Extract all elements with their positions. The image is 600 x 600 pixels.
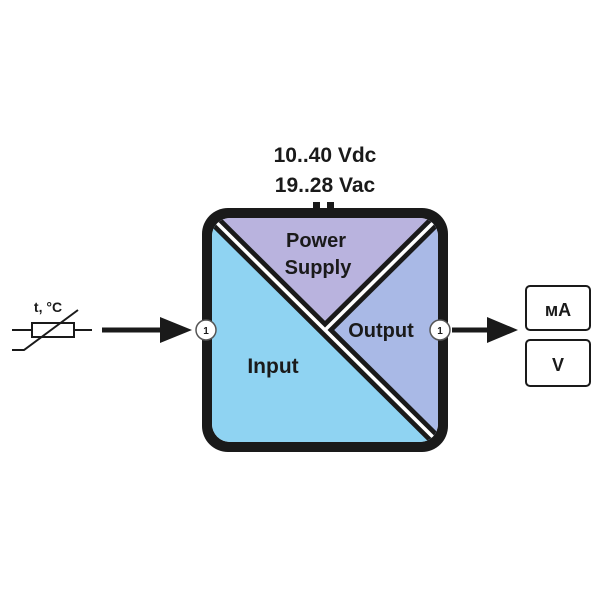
output-section — [325, 218, 438, 442]
output-terminal: 1 — [429, 319, 451, 341]
input-terminal-number: 1 — [203, 326, 209, 337]
input-terminal: 1 — [195, 319, 217, 341]
divider-output — [323, 218, 438, 332]
power-label-line1: Power — [286, 230, 346, 252]
power-supply-section — [212, 218, 438, 330]
output-arrow-icon — [452, 317, 518, 343]
output-v-label: V — [552, 355, 564, 375]
output-v-box: V — [525, 339, 591, 387]
power-label-line2: Supply — [285, 257, 353, 279]
sensor-label: t, °C — [34, 299, 62, 315]
supply-ac-label: 19..28 Vac — [275, 174, 376, 197]
output-label: Output — [348, 320, 414, 342]
output-ma-box: мA — [525, 285, 591, 331]
output-terminal-number: 1 — [437, 326, 443, 337]
thermistor-icon — [12, 309, 92, 351]
output-ma-label: мA — [545, 300, 571, 320]
supply-dc-label: 10..40 Vdc — [274, 144, 377, 167]
module-body — [212, 218, 438, 442]
input-arrow-icon — [102, 317, 192, 343]
input-label: Input — [247, 355, 298, 378]
